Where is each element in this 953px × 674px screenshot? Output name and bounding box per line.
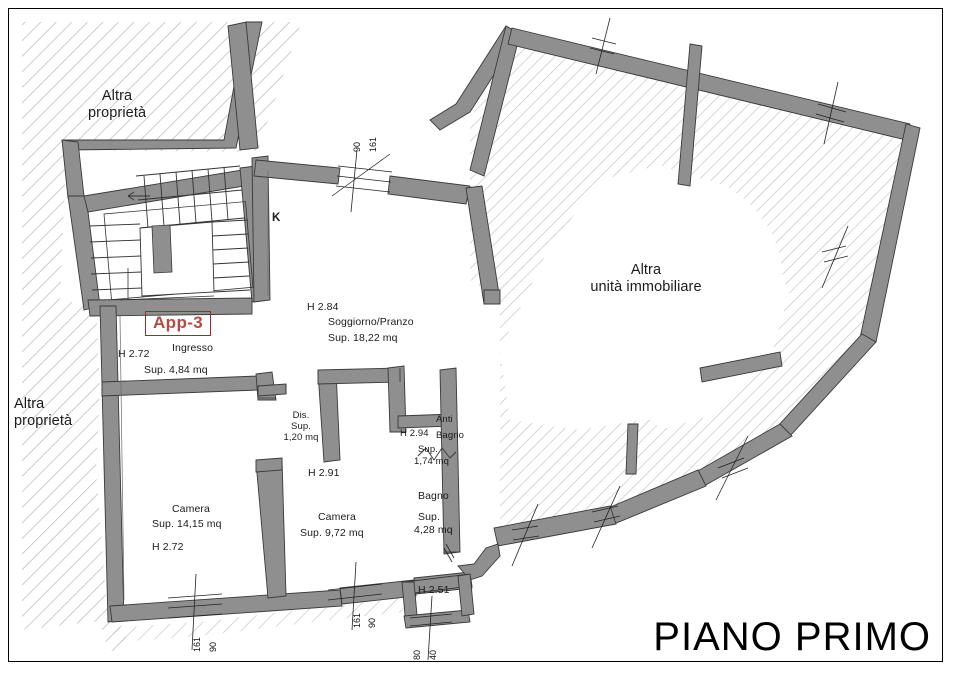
soggiorno-height: H 2.84 bbox=[307, 301, 339, 313]
camera2-area: Sup. 9,72 mq bbox=[300, 527, 364, 539]
neighbor-label-altra-proprieta-top: Altra proprietà bbox=[88, 88, 147, 122]
bagno-fixture-symbol bbox=[417, 447, 457, 461]
bagno-area: 4,28 mq bbox=[414, 524, 453, 536]
window-bottom-camera2-width: 90 bbox=[367, 617, 377, 628]
disimpegno-area: 1,20 mq bbox=[283, 432, 319, 444]
disimpegno-name: Dis. bbox=[292, 410, 310, 421]
ingresso-name: Ingresso bbox=[172, 342, 214, 354]
hatch-bottom-edge bbox=[112, 598, 404, 642]
kitchen-marker-label: K bbox=[272, 212, 281, 224]
ingresso-height: H 2.72 bbox=[118, 348, 150, 360]
window-bottom-bagno-width: 80 bbox=[412, 649, 422, 660]
camera2-name: Camera bbox=[318, 511, 356, 523]
courtyard-void bbox=[500, 165, 705, 430]
window-bottom-camera2-height: 161 bbox=[352, 612, 362, 628]
locale-h251-height: H 2.51 bbox=[418, 584, 450, 596]
disimpegno-area-label: Sup. bbox=[291, 421, 311, 433]
antibagno-area: 1,74 mq bbox=[414, 456, 450, 467]
neighbor-label-altra-unita: Altra unità immobiliare bbox=[590, 262, 702, 296]
disimpegno-block: Dis. Sup. 1,20 mq bbox=[276, 410, 326, 444]
wall-inner-lines bbox=[119, 170, 269, 601]
soggiorno-area: Sup. 18,22 mq bbox=[328, 332, 398, 344]
soggiorno-name: Soggiorno/Pranzo bbox=[328, 316, 414, 328]
antibagno-name-line2: Bagno bbox=[436, 430, 464, 441]
walls bbox=[61, 21, 921, 629]
dimension-ticks bbox=[443, 543, 455, 563]
ingresso-area: Sup. 4,84 mq bbox=[144, 364, 208, 376]
bagno-name: Bagno bbox=[418, 490, 449, 502]
camera2-height: H 2.91 bbox=[308, 467, 340, 479]
window-bottom-camera1-height: 161 bbox=[192, 636, 202, 652]
camera1-height: H 2.72 bbox=[152, 541, 184, 553]
window-symbols bbox=[167, 17, 849, 661]
courtyard-void-2 bbox=[640, 250, 790, 430]
unit-tag-app3: App-3 bbox=[145, 311, 212, 336]
neighbor-label-altra-proprieta-left: Altra proprietà bbox=[14, 396, 73, 430]
plan-title: PIANO PRIMO bbox=[653, 615, 931, 659]
window-top-kitchen-width: 90 bbox=[352, 141, 362, 152]
camera1-name: Camera bbox=[172, 503, 210, 515]
hatch-altra-proprieta-top bbox=[22, 22, 300, 652]
antibagno-height: H 2.94 bbox=[400, 428, 429, 439]
bagno-area-label: Sup. bbox=[418, 511, 440, 523]
window-bottom-camera1-width: 90 bbox=[208, 641, 218, 652]
antibagno-area-label: Sup. bbox=[418, 444, 438, 455]
camera1-area: Sup. 14,15 mq bbox=[152, 518, 222, 530]
staircase bbox=[89, 165, 254, 301]
window-bottom-bagno-height: 40 bbox=[428, 649, 438, 660]
antibagno-name-line1: Anti bbox=[436, 414, 453, 425]
window-top-kitchen-height: 161 bbox=[368, 136, 378, 152]
